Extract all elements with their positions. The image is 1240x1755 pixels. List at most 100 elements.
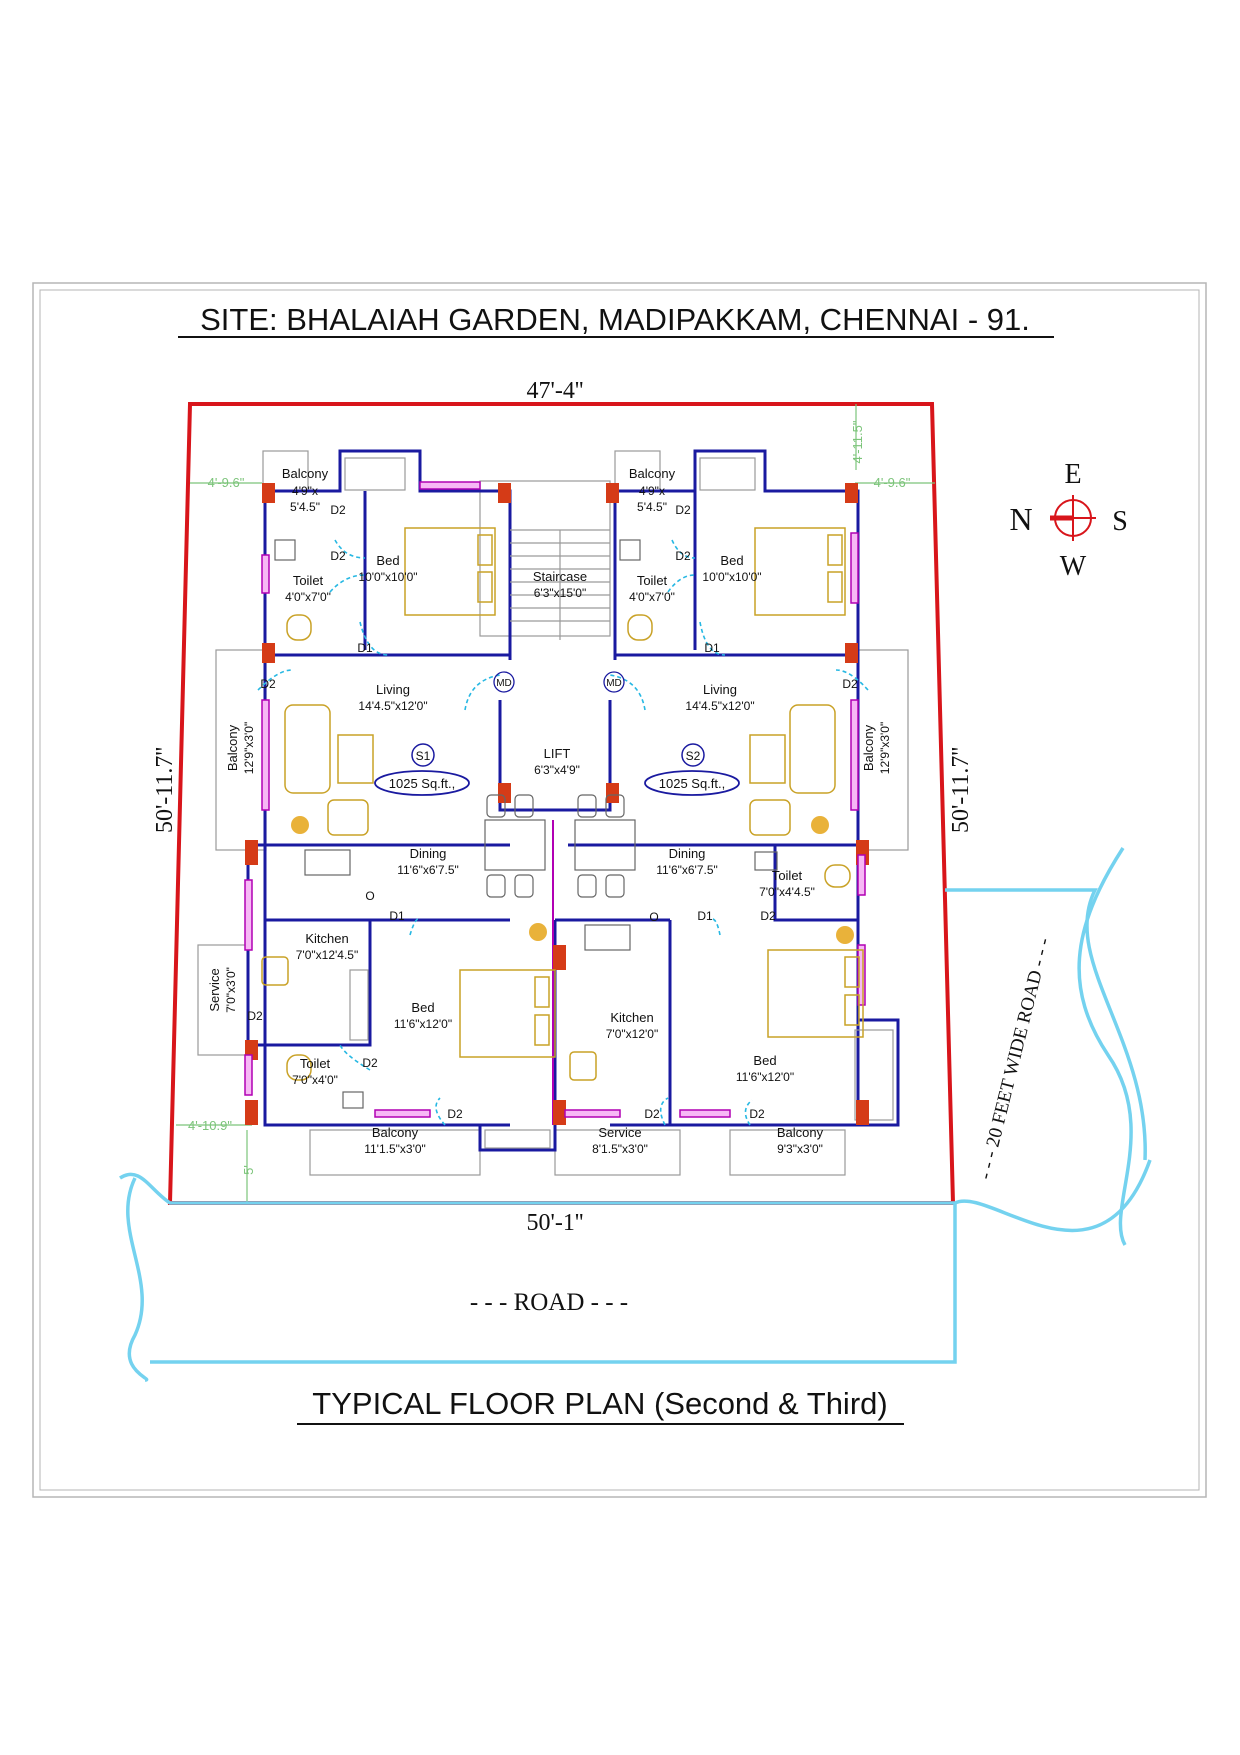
lift-dim: 6'3"x4'9" xyxy=(534,763,580,777)
kitchen-r-dim: 7'0"x12'0" xyxy=(606,1027,658,1041)
lift-name: LIFT xyxy=(544,746,571,761)
door-tag-d2: D2 xyxy=(760,909,776,923)
balcony-br-name: Balcony xyxy=(777,1125,824,1140)
living-l-name: Living xyxy=(376,682,410,697)
door-tag-d1: D1 xyxy=(357,641,373,655)
bed-tl-name: Bed xyxy=(376,553,399,568)
toilet-tr-name: Toilet xyxy=(637,573,668,588)
staircase-name: Staircase xyxy=(533,569,587,584)
door-swings xyxy=(257,539,869,1126)
front-road-bottom-edge xyxy=(150,1203,957,1364)
balcony-l-name: Balcony xyxy=(225,724,240,771)
door-tag-d2: D2 xyxy=(749,1107,765,1121)
front-road-label: - - - ROAD - - - xyxy=(470,1289,628,1316)
setback-top-right: 4'-11.5" xyxy=(850,420,865,463)
door-tag-d2: D2 xyxy=(362,1056,378,1070)
furniture xyxy=(261,527,864,1109)
door-tag-d2: D2 xyxy=(447,1107,463,1121)
plan-title: TYPICAL FLOOR PLAN (Second & Third) xyxy=(312,1386,887,1421)
md-label-right: MD xyxy=(606,678,622,689)
setback-bottom: 5' xyxy=(241,1165,256,1175)
door-tag-d1: D1 xyxy=(697,909,713,923)
front-road-left-curve xyxy=(126,1177,149,1382)
staircase-dim: 6'3"x15'0" xyxy=(534,586,586,600)
setback-dimensions xyxy=(176,404,935,1203)
balcony-tr-name: Balcony xyxy=(629,466,676,481)
door-tag-d2: D2 xyxy=(260,677,276,691)
columns xyxy=(245,483,869,1125)
balcony-tl-dim2: 5'4.5" xyxy=(290,500,320,514)
bed-tr-name: Bed xyxy=(720,553,743,568)
balcony-r-name: Balcony xyxy=(861,724,876,771)
marker-o: O xyxy=(649,910,658,924)
toilet-tr-dim: 4'0"x7'0" xyxy=(629,590,675,604)
unit-s2-tag: S2 xyxy=(686,749,701,763)
sheet-border-outer xyxy=(32,282,1207,1498)
site-title: SITE: BHALAIAH GARDEN, MADIPAKKAM, CHENN… xyxy=(200,302,1030,337)
bed-bl-name: Bed xyxy=(411,1000,434,1015)
windows xyxy=(244,481,866,1118)
side-road-curve xyxy=(1077,847,1133,1246)
compass-south: S xyxy=(1112,506,1128,537)
service-l-dim: 7'0"x3'0" xyxy=(224,967,238,1013)
kitchen-l-dim: 7'0"x12'4.5" xyxy=(296,948,358,962)
dining-l-dim: 11'6"x6'7.5" xyxy=(397,863,459,877)
plot-dim-left: 50'-11.7'' xyxy=(152,747,178,833)
side-road-label: - - - 20 FEET WIDE ROAD - - - xyxy=(974,936,1054,1182)
compass xyxy=(1050,495,1096,541)
dining-r-name: Dining xyxy=(669,846,706,861)
living-l-dim: 14'4.5"x12'0" xyxy=(358,699,427,713)
unit-s2-area: 1025 Sq.ft., xyxy=(659,776,726,791)
dining-l-name: Dining xyxy=(410,846,447,861)
balcony-bl-dim: 11'1.5"x3'0" xyxy=(364,1142,426,1156)
kitchen-l-name: Kitchen xyxy=(305,931,348,946)
door-tag-d2: D2 xyxy=(247,1009,263,1023)
building-walls xyxy=(246,449,900,1152)
balcony-br-dim: 9'3"x3'0" xyxy=(777,1142,823,1156)
service-b-dim: 8'1.5"x3'0" xyxy=(592,1142,648,1156)
toilet-bl-name: Toilet xyxy=(300,1056,331,1071)
service-l-name: Service xyxy=(207,968,222,1011)
door-tag-d1: D1 xyxy=(704,641,720,655)
door-tag-d2: D2 xyxy=(675,549,691,563)
door-tag-d2: D2 xyxy=(330,503,346,517)
setback-left-top: 4'-9.6" xyxy=(208,475,245,490)
plot-dim-top: 47'-4'' xyxy=(527,378,584,404)
balcony-l-dim: 12'9"x3'0" xyxy=(242,722,256,774)
living-r-dim: 14'4.5"x12'0" xyxy=(685,699,754,713)
unit-s1-tag: S1 xyxy=(416,749,431,763)
bed-br-dim: 11'6"x12'0" xyxy=(736,1070,794,1084)
balcony-tl-dim1: 4'9"x xyxy=(292,484,318,498)
staircase-treads xyxy=(344,457,894,1149)
dining-r-dim: 11'6"x6'7.5" xyxy=(656,863,718,877)
plot-dim-right: 50'-11.7'' xyxy=(948,747,974,833)
sheet-border-inner xyxy=(39,289,1200,1491)
door-tag-d2: D2 xyxy=(330,549,346,563)
bed-br-name: Bed xyxy=(753,1053,776,1068)
compass-north: N xyxy=(1009,501,1032,537)
bed-tr-dim: 10'0"x10'0" xyxy=(702,570,761,584)
compass-west: W xyxy=(1060,551,1087,582)
plot-boundary xyxy=(167,402,956,1205)
compass-east: E xyxy=(1064,459,1081,490)
toilet-tl-name: Toilet xyxy=(293,573,324,588)
md-label-left: MD xyxy=(496,678,512,689)
setback-left-bottom: 4'-10.9" xyxy=(188,1118,232,1133)
md-markers xyxy=(493,671,625,693)
setback-right-top: 4'-9.6" xyxy=(874,475,911,490)
plot-dim-bottom: 50'-1'' xyxy=(527,1210,584,1236)
unit-s1-area: 1025 Sq.ft., xyxy=(389,776,456,791)
front-road-top-edge xyxy=(119,1159,1152,1233)
toilet-tl-dim: 4'0"x7'0" xyxy=(285,590,331,604)
balcony-r-dim: 12'9"x3'0" xyxy=(878,722,892,774)
kitchen-r-name: Kitchen xyxy=(610,1010,653,1025)
door-tag-d2: D2 xyxy=(675,503,691,517)
side-road-edge xyxy=(945,888,1147,1161)
balcony-tl-name: Balcony xyxy=(282,466,329,481)
service-b-name: Service xyxy=(598,1125,641,1140)
toilet-r-dim: 7'0"x4'4.5" xyxy=(759,885,815,899)
bed-tl-dim: 10'0"x10'0" xyxy=(358,570,417,584)
balcony-bl-name: Balcony xyxy=(372,1125,419,1140)
toilet-r-name: Toilet xyxy=(772,868,803,883)
